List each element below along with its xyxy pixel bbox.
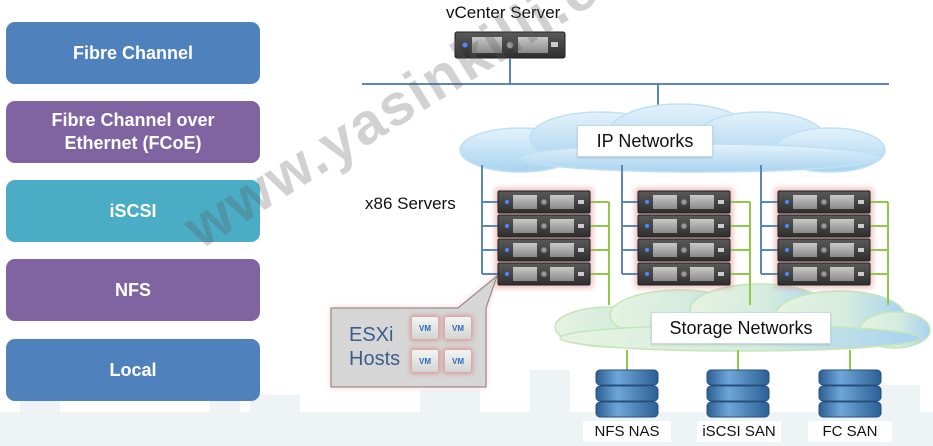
storage-array-icon	[818, 369, 882, 418]
server-icon	[777, 214, 871, 238]
storage-label-iscsi-san: iSCSI SAN	[697, 421, 781, 442]
vcenter-server-label: vCenter Server	[446, 3, 561, 22]
storage-links	[626, 350, 851, 370]
storage-array-icon	[706, 369, 770, 418]
server-icon	[777, 190, 871, 214]
protocol-fibre-channel: Fibre Channel	[6, 22, 260, 84]
storage-array-icon	[595, 369, 659, 418]
protocol-local: Local	[6, 339, 260, 401]
storage-label-nfs-nas: NFS NAS	[583, 421, 671, 442]
server-icon	[497, 190, 591, 214]
server-stack-3	[760, 165, 889, 305]
server-icon	[637, 190, 731, 214]
vm-icon: VM	[412, 317, 438, 339]
protocol-nfs: NFS	[6, 259, 260, 321]
server-icon	[637, 262, 731, 286]
ip-networks-label: IP Networks	[577, 125, 713, 157]
protocol-iscsi: iSCSI	[6, 180, 260, 242]
server-stack-2	[621, 165, 751, 305]
server-icon	[497, 214, 591, 238]
vm-icon: VM	[412, 350, 438, 372]
x86-servers-label: x86 Servers	[365, 194, 456, 213]
protocol-fcoe: Fibre Channel over Ethernet (FCoE)	[6, 101, 260, 163]
server-icon	[777, 238, 871, 262]
storage-label-fc-san: FC SAN	[808, 421, 892, 442]
server-icon	[497, 238, 591, 262]
esxi-hosts-label: ESXi Hosts	[349, 324, 401, 370]
vm-icon: VM	[445, 350, 471, 372]
server-icon	[637, 214, 731, 238]
vm-icon: VM	[445, 317, 471, 339]
server-icon	[637, 238, 731, 262]
server-stack-1	[481, 165, 610, 305]
server-icon	[777, 262, 871, 286]
storage-networks-label: Storage Networks	[651, 312, 831, 344]
vcenter-server-icon	[454, 31, 566, 59]
server-icon	[497, 262, 591, 286]
